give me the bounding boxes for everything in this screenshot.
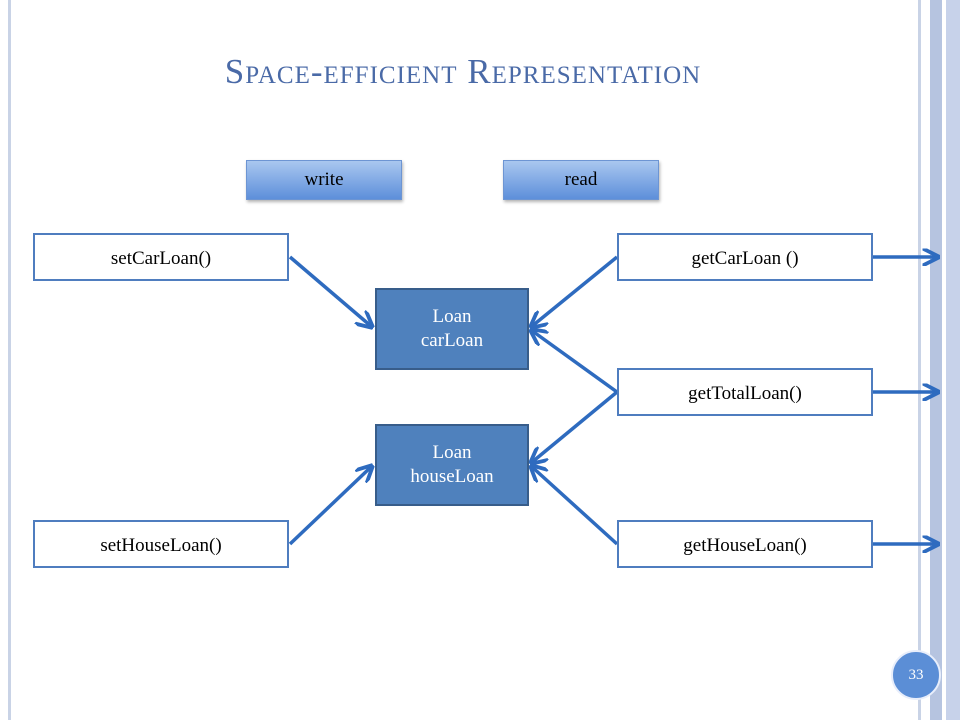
arrow-gettotal-from-houseloan [531, 390, 619, 463]
get-total-loan-box: getTotalLoan() [617, 368, 873, 416]
house-loan-field: Loan houseLoan [375, 424, 529, 506]
arrow-gethouse-from-houseloan [531, 466, 619, 546]
slide-frame-right-edge [946, 0, 960, 720]
write-label: write [246, 160, 402, 200]
arrow-gettotal-from-carloan [531, 330, 619, 394]
set-car-loan-box: setCarLoan() [33, 233, 289, 281]
page-number-badge: 33 [891, 650, 941, 700]
car-loan-name: carLoan [420, 330, 484, 351]
car-loan-field: Loan carLoan [375, 288, 529, 370]
slide-frame-right [918, 0, 921, 720]
read-label: read [503, 160, 659, 200]
get-car-loan-box: getCarLoan () [617, 233, 873, 281]
get-house-loan-box: getHouseLoan() [617, 520, 873, 568]
arrow-sethouse-to-houseloan [288, 466, 372, 546]
arrow-setcar-to-carloan [288, 255, 372, 327]
set-house-loan-box: setHouseLoan() [33, 520, 289, 568]
house-loan-type: Loan [432, 442, 472, 463]
car-loan-type: Loan [432, 306, 472, 327]
slide-frame-left [8, 0, 11, 720]
arrow-getcar-from-carloan [531, 255, 619, 327]
slide-title: Space-efficient Representation [224, 52, 702, 91]
house-loan-name: houseLoan [410, 466, 494, 487]
